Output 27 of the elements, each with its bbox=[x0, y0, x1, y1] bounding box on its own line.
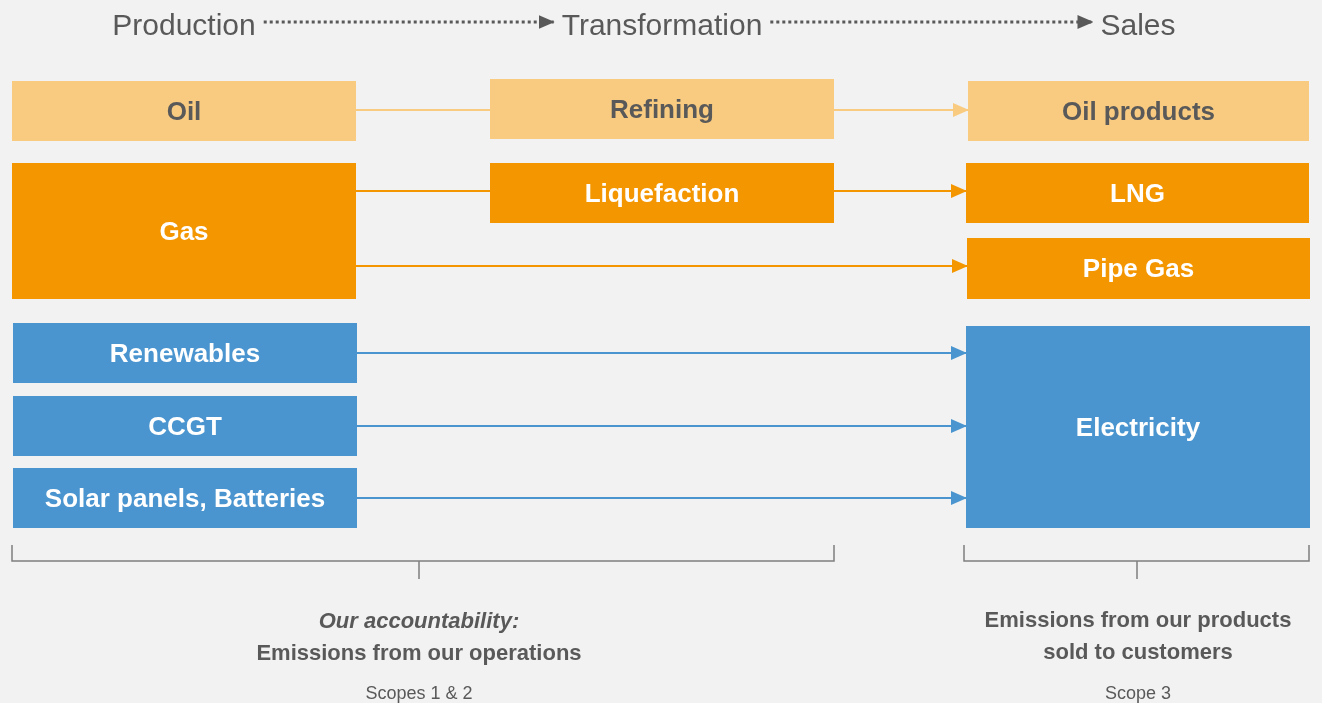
process-box: Renewables bbox=[13, 323, 357, 383]
stage-heading: Production bbox=[104, 1, 264, 47]
process-box: Oil bbox=[12, 81, 356, 141]
process-box: Oil products bbox=[968, 81, 1309, 141]
process-box: Pipe Gas bbox=[967, 238, 1310, 299]
process-box: Solar panels, Batteries bbox=[13, 468, 357, 528]
process-box: Refining bbox=[490, 79, 834, 139]
arrow bbox=[833, 184, 967, 198]
process-box: Gas bbox=[12, 163, 356, 299]
process-box: CCGT bbox=[13, 396, 357, 456]
arrow bbox=[356, 419, 967, 433]
process-box: Electricity bbox=[966, 326, 1310, 528]
dotted-arrow bbox=[263, 15, 555, 29]
caption-text: Our accountability: bbox=[317, 607, 521, 635]
process-box: Liquefaction bbox=[490, 163, 834, 223]
caption-text: Emissions from our products sold to customers bbox=[983, 606, 1293, 666]
arrow bbox=[833, 103, 969, 117]
scope-note: Scopes 1 & 2 bbox=[364, 682, 474, 703]
scope-note: Scope 3 bbox=[1103, 682, 1173, 703]
stage-heading: Transformation bbox=[553, 1, 771, 47]
arrow bbox=[356, 346, 967, 360]
stage-heading: Sales bbox=[1092, 1, 1184, 47]
caption-text: Emissions from our operations bbox=[255, 639, 583, 667]
process-box: LNG bbox=[966, 163, 1309, 223]
dotted-arrow bbox=[770, 15, 1094, 29]
arrow bbox=[356, 491, 967, 505]
arrow bbox=[355, 259, 968, 273]
